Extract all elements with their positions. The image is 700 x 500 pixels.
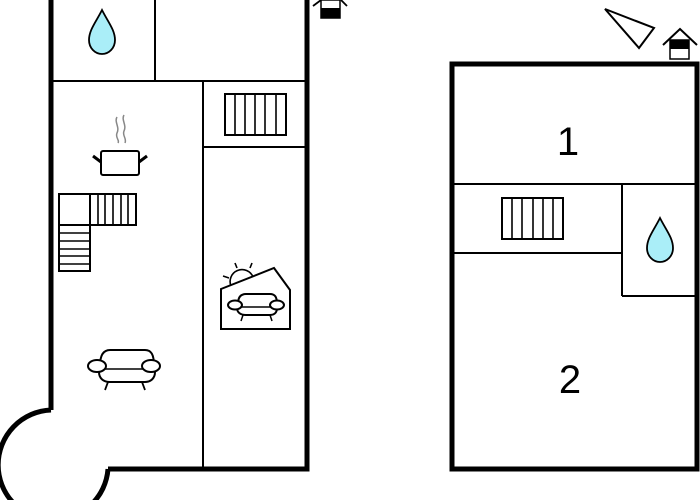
left-floor-plan: [0, 0, 348, 500]
room-label-2: 2: [559, 358, 581, 402]
right-bottom-wall: [108, 0, 310, 472]
water-drop-icon: [88, 7, 116, 55]
right-floor-plan: 1 2: [449, 8, 700, 472]
staircase-icon: [58, 193, 137, 272]
north-arrow-icon: [604, 8, 656, 50]
staircase-icon: [501, 197, 564, 240]
entrance-house-icon: [312, 0, 348, 19]
water-drop-icon: [646, 215, 674, 263]
room-label-1: 1: [557, 120, 579, 164]
staircase-icon: [224, 93, 287, 136]
outer-wall: [449, 61, 700, 472]
armchair-icon: [87, 349, 161, 391]
entrance-house-icon: [662, 27, 698, 60]
round-tower-wall: [0, 407, 111, 500]
conservatory-armchair-icon: [220, 262, 291, 330]
cooking-pot-icon: [92, 114, 148, 176]
